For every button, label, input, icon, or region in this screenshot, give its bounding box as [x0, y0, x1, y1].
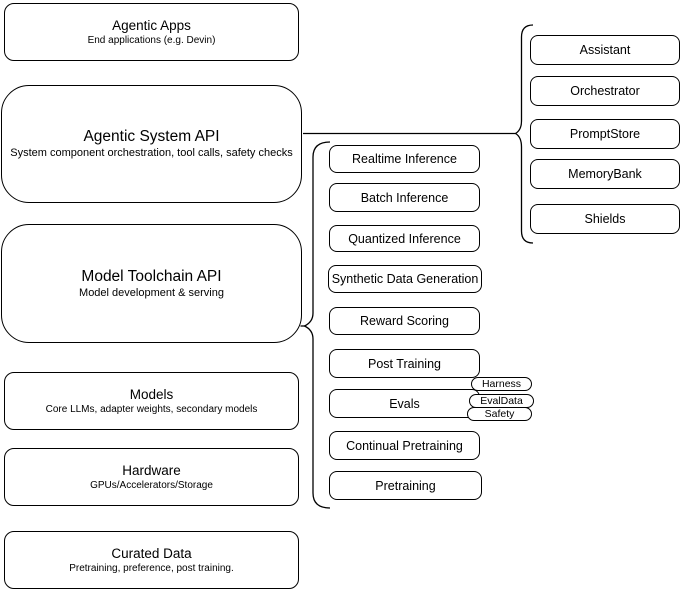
toolchain-item-reward-scoring: Reward Scoring — [329, 307, 480, 335]
node-subtitle: End applications (e.g. Devin) — [87, 34, 216, 46]
toolchain-item-label: Quantized Inference — [348, 231, 461, 246]
component-assistant: Assistant — [530, 35, 680, 65]
component-label: Shields — [584, 212, 626, 226]
toolchain-item-label: Pretraining — [375, 478, 436, 493]
node-subtitle: System component orchestration, tool cal… — [10, 147, 293, 159]
evals-tag-label: Harness — [481, 378, 522, 390]
component-label: Assistant — [579, 43, 631, 57]
component-label: Orchestrator — [570, 84, 640, 98]
node-subtitle: Pretraining, preference, post training. — [69, 562, 234, 574]
toolchain-item-label: Continual Pretraining — [346, 438, 463, 453]
toolchain-item-batch-inference: Batch Inference — [329, 183, 480, 212]
toolchain-item-label: Synthetic Data Generation — [331, 272, 479, 286]
evals-tag-label: EvalData — [480, 395, 523, 407]
node-title: Model Toolchain API — [81, 267, 222, 285]
node-model-toolchain-api: Model Toolchain API Model development & … — [1, 224, 302, 343]
component-orchestrator: Orchestrator — [530, 76, 680, 106]
component-label: PromptStore — [569, 127, 641, 141]
toolchain-item-evals: Evals — [329, 389, 480, 418]
evals-tag-label: Safety — [484, 408, 515, 420]
node-agentic-apps: Agentic Apps End applications (e.g. Devi… — [4, 3, 299, 61]
node-title: Hardware — [122, 462, 181, 478]
component-promptstore: PromptStore — [530, 119, 680, 149]
node-hardware: Hardware GPUs/Accelerators/Storage — [4, 448, 299, 506]
toolchain-item-label: Post Training — [368, 356, 441, 371]
node-subtitle: Core LLMs, adapter weights, secondary mo… — [45, 403, 258, 415]
node-agentic-system-api: Agentic System API System component orch… — [1, 85, 302, 203]
toolchain-item-quantized-inference: Quantized Inference — [329, 225, 480, 252]
toolchain-item-realtime-inference: Realtime Inference — [329, 145, 480, 173]
evals-tag-harness: Harness — [471, 377, 532, 391]
component-shields: Shields — [530, 204, 680, 234]
node-title: Models — [129, 386, 174, 402]
evals-tag-safety: Safety — [467, 407, 532, 421]
node-subtitle: GPUs/Accelerators/Storage — [90, 479, 213, 491]
toolchain-item-post-training: Post Training — [329, 349, 480, 378]
toolchain-item-pretraining: Pretraining — [329, 471, 482, 500]
toolchain-item-label: Batch Inference — [360, 190, 449, 205]
toolchain-item-label: Reward Scoring — [360, 314, 449, 328]
node-title: Curated Data — [111, 545, 192, 561]
node-title: Agentic System API — [83, 128, 220, 145]
evals-tag-evaldata: EvalData — [469, 394, 534, 408]
node-models: Models Core LLMs, adapter weights, secon… — [4, 372, 299, 430]
node-curated-data: Curated Data Pretraining, preference, po… — [4, 531, 299, 589]
toolchain-item-label: Evals — [389, 396, 420, 411]
component-label: MemoryBank — [568, 167, 642, 181]
toolchain-item-label: Realtime Inference — [352, 152, 457, 166]
toolchain-brace — [302, 141, 331, 509]
node-title: Agentic Apps — [112, 17, 191, 33]
node-subtitle: Model development & serving — [79, 286, 224, 299]
toolchain-item-synthetic-data-generation: Synthetic Data Generation — [328, 265, 482, 293]
component-memorybank: MemoryBank — [530, 159, 680, 189]
toolchain-item-continual-pretraining: Continual Pretraining — [329, 431, 480, 460]
